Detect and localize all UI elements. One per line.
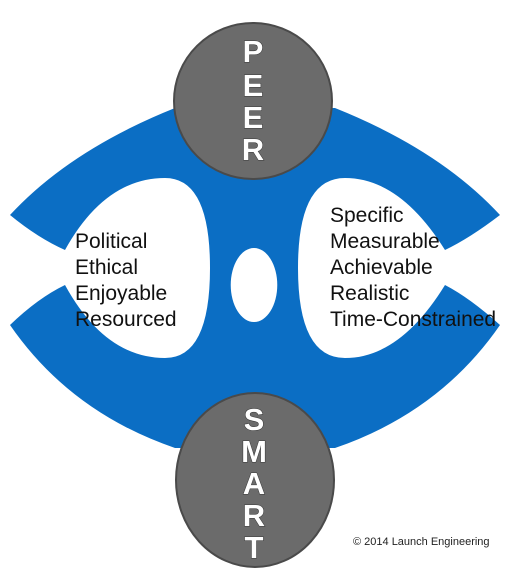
peer-item-enjoyable: Enjoyable (75, 282, 168, 305)
smart-item-measurable: Measurable (330, 230, 440, 253)
peer-letter-p: P (243, 34, 264, 69)
smart-criteria-list: Specific Measurable Achievable Realistic… (330, 203, 496, 333)
smart-item-time-constrained: Time-Constrained (330, 308, 497, 331)
peer-circle (173, 22, 333, 180)
copyright-notice: © 2014 Launch Engineering (353, 536, 490, 548)
blue-frame-shape (10, 108, 500, 448)
smart-item-realistic: Realistic (330, 282, 410, 305)
peer-letter-e2: E (243, 100, 264, 135)
smart-item-achievable: Achievable (330, 256, 433, 279)
peer-item-political: Political (75, 230, 148, 253)
peer-criteria-list: Political Ethical Enjoyable Resourced (75, 229, 177, 333)
smart-circle (175, 392, 335, 568)
smart-letter-m: M (241, 434, 267, 469)
peer-item-resourced: Resourced (75, 308, 177, 331)
peer-item-ethical: Ethical (75, 256, 139, 279)
peer-letter-r: R (242, 132, 264, 167)
peer-letter-e1: E (243, 68, 264, 103)
smart-letter-r: R (243, 498, 265, 533)
smart-item-specific: Specific (330, 204, 404, 227)
smart-letter-t: T (245, 530, 264, 565)
smart-letter-a: A (243, 466, 265, 501)
smart-letter-s: S (244, 402, 265, 437)
